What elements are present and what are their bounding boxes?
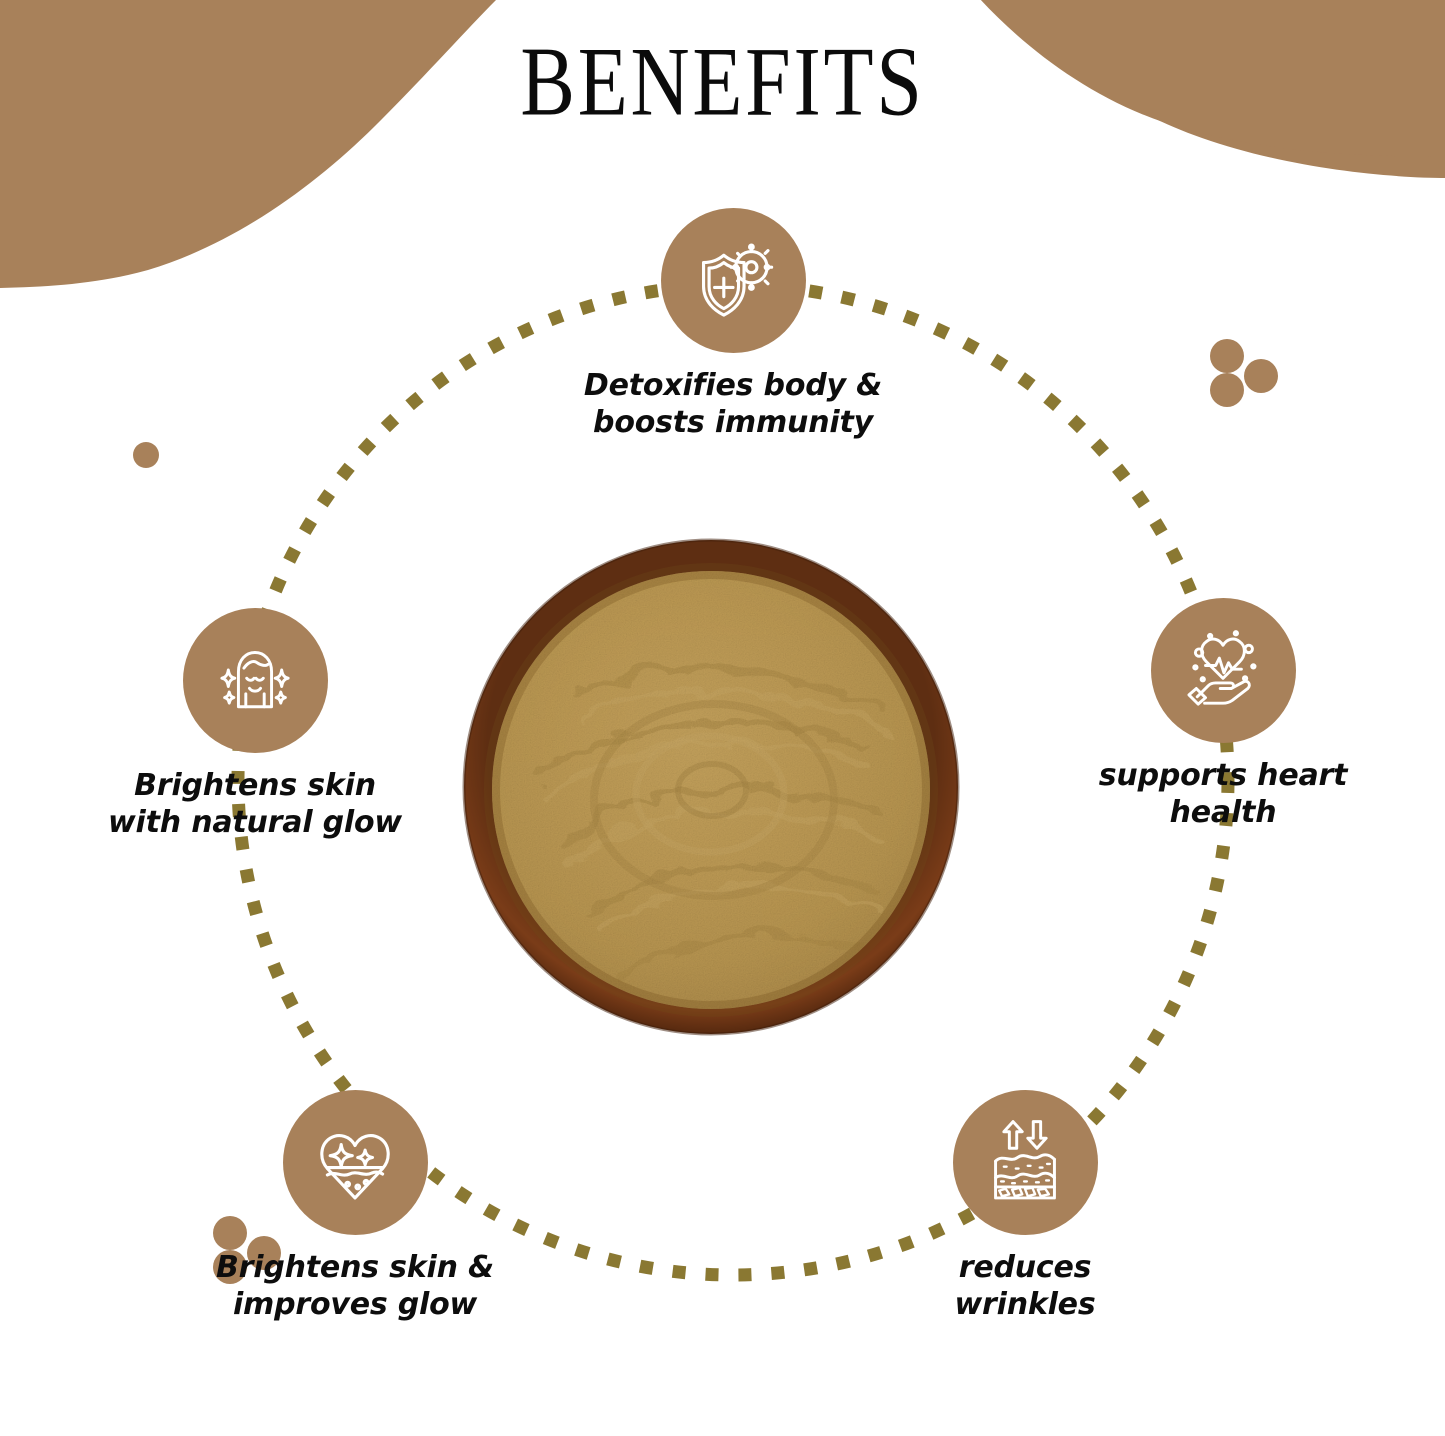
shield-virus-icon: [701, 243, 774, 317]
three-dot-cluster-right: [1210, 339, 1278, 407]
icon-circle-heart-health: [1150, 598, 1296, 743]
benefit-node-immunity[interactable]: Detoxifies body & boosts immunity: [563, 208, 903, 441]
page-title: BENEFITS: [520, 28, 925, 138]
hand-heart-pulse-icon: [1187, 629, 1257, 706]
icon-circle-improves-glow: [282, 1090, 428, 1235]
skin-layers-arrows-icon: [994, 1119, 1056, 1199]
icon-circle-immunity: [660, 208, 806, 353]
benefit-label-brightens-skin: Brightens skin with natural glow: [108, 768, 402, 841]
benefit-label-reduces-wrinkles: reduces wrinkles: [954, 1250, 1096, 1323]
spice-powder-bowl: [462, 538, 960, 1036]
heart-skin-sparkle-icon: [320, 1133, 390, 1200]
glowing-face-icon: [220, 650, 290, 708]
benefit-label-immunity: Detoxifies body & boosts immunity: [583, 368, 883, 441]
single-dot: [133, 442, 159, 468]
top-left-blob: [0, 0, 497, 288]
bowl-graphic: [462, 538, 960, 1036]
icon-circle-brightens-skin: [182, 608, 328, 753]
benefit-label-improves-glow: Brightens skin & improves glow: [216, 1250, 494, 1323]
benefit-node-reduces-wrinkles[interactable]: reduces wrinkles: [855, 1090, 1195, 1323]
benefit-node-improves-glow[interactable]: Brightens skin & improves glow: [185, 1090, 525, 1323]
icon-circle-reduces-wrinkles: [952, 1090, 1098, 1235]
benefit-label-heart-health: supports heart health: [1098, 758, 1348, 831]
benefit-node-brightens-skin[interactable]: Brightens skin with natural glow: [85, 608, 425, 841]
three-dot-cluster-left: [213, 1216, 281, 1284]
benefit-node-heart-health[interactable]: supports heart health: [1053, 598, 1393, 831]
top-right-blob: [980, 0, 1445, 178]
